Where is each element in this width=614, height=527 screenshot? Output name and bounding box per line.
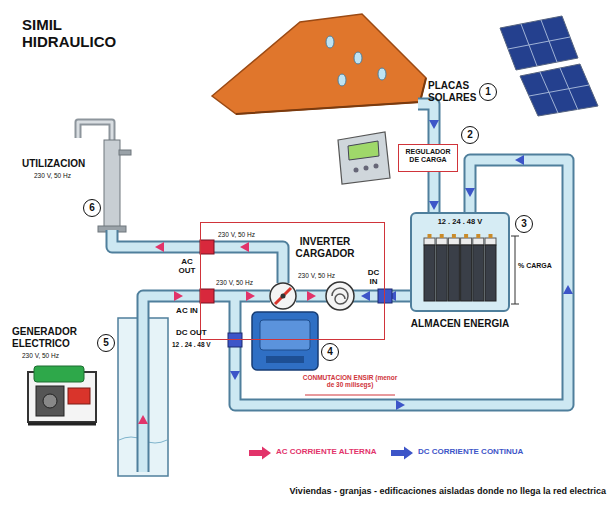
generator: [28, 366, 96, 424]
pump: [326, 282, 354, 310]
title: SIMIL HIDRAULICO: [22, 16, 134, 51]
annotation: 230 V, 50 Hz: [216, 279, 253, 286]
charge-regulator-box: REGULADOR DE CARGA: [398, 144, 458, 172]
annotation: CONMUTACION ENSIR (menor de 30 milisegs): [302, 374, 398, 389]
node-heading: 12 . 24 . 48 V: [410, 218, 510, 227]
callout-number: 1: [479, 83, 497, 101]
callout-number: 5: [97, 334, 115, 352]
ac-out-connector: [200, 240, 214, 254]
pipe-wall: [428, 172, 441, 212]
battery-tank: 12 . 24 . 48 V ALMACEN ENERGIA: [410, 212, 510, 352]
pipe-water: [430, 172, 439, 212]
pipes: [112, 104, 568, 472]
regulator-device: [338, 132, 390, 184]
transfer-switch: [270, 283, 296, 309]
inverter-device: [252, 312, 318, 370]
annotation: 12 . 24 . 48 V: [172, 341, 211, 348]
charge-bracket: [511, 236, 519, 304]
note-underline: [305, 395, 395, 396]
annotation: AC OUT: [174, 257, 200, 275]
part-name: PLACAS SOLARES: [428, 80, 478, 103]
legend-swatch: [390, 446, 414, 460]
legend-text: AC CORRIENTE ALTERNA: [276, 447, 376, 456]
arrowhead: [429, 201, 439, 210]
legend-swatch: [248, 446, 272, 460]
callout-number: 4: [321, 343, 339, 361]
water-drop: [338, 74, 346, 86]
annotation: 230 V, 50 Hz: [298, 272, 335, 279]
annotation: 230 V, 50 Hz: [218, 231, 255, 238]
annotation: DC OUT: [176, 328, 207, 337]
solar-panels: [500, 16, 598, 116]
part-name: GENERADOR ELECTRICO: [12, 326, 100, 349]
water-drop: [354, 52, 362, 64]
legend-text: DC CORRIENTE CONTINUA: [418, 447, 523, 456]
flow-arrows: [138, 120, 573, 424]
water-drop: [378, 68, 386, 80]
callout-number: 3: [515, 215, 533, 233]
part-name: UTILIZACION: [22, 158, 85, 170]
node-heading: REGULADOR DE CARGA: [401, 148, 455, 164]
node-heading: INVERTER CARGADOR: [293, 236, 357, 259]
water-drop: [326, 36, 334, 48]
tank-outline: [410, 212, 510, 312]
roof-edge: [236, 78, 426, 114]
annotation: DC IN: [363, 268, 384, 286]
annotation: 230 V, 50 Hz: [22, 352, 59, 359]
dc-in-connector: [378, 289, 392, 303]
annotation: 230 V, 50 Hz: [34, 172, 71, 179]
annotation: AC IN: [174, 306, 200, 315]
callout-number: 2: [461, 126, 479, 144]
dc-out-connector: [228, 333, 242, 347]
node-text: ALMACEN ENERGIA: [410, 318, 510, 330]
faucet: [78, 122, 131, 232]
caption: Viviendas - granjas - edificaciones aisl…: [290, 486, 606, 496]
pipe-connector: [429, 172, 439, 212]
annotation: % CARGA: [518, 262, 552, 270]
callout-number: 6: [83, 199, 101, 217]
ac-in-connector: [200, 289, 214, 303]
roof: [212, 14, 426, 114]
battery-cells: [412, 214, 508, 310]
